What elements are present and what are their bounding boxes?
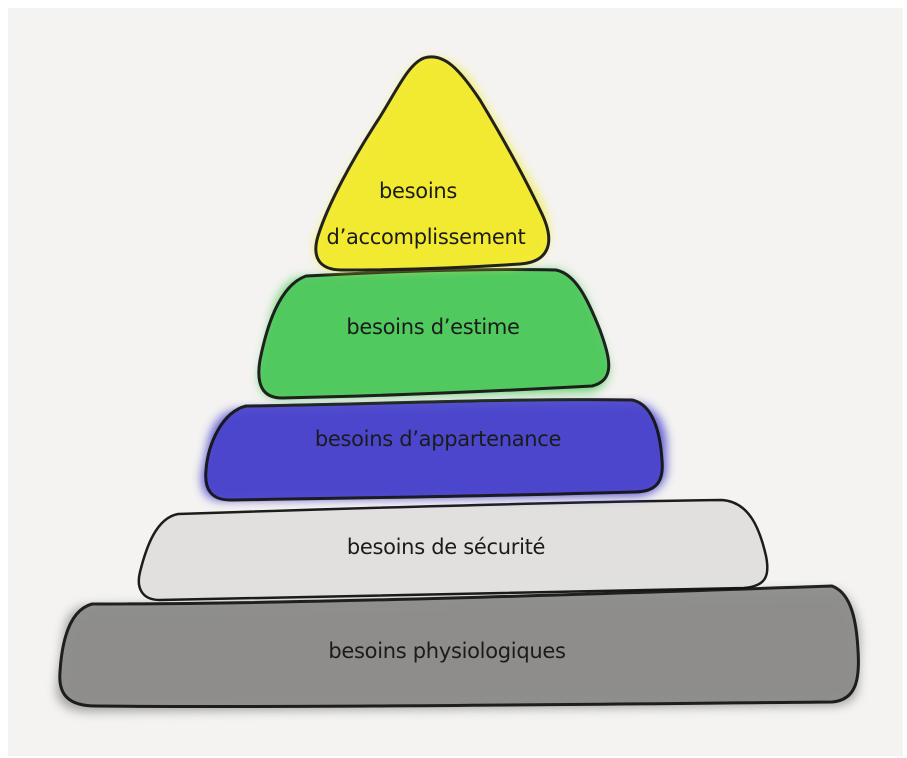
level-esteem-shape [257, 267, 611, 400]
level-self-actualization: besoins d’accomplissement [314, 55, 551, 272]
level-belonging-label: besoins d’appartenance [315, 427, 561, 451]
level-esteem: besoins d’estime [257, 267, 611, 400]
level-belonging-shape [204, 398, 664, 502]
level-physiological: besoins physiologiques [56, 584, 860, 712]
level-safety: besoins de sécurité [137, 498, 769, 602]
level-belonging: besoins d’appartenance [201, 398, 667, 502]
level-self-actualization-label-line2: d’accomplissement [327, 225, 526, 249]
level-safety-shape [137, 498, 769, 602]
level-self-actualization-label-line1: besoins [379, 179, 457, 203]
level-physiological-label: besoins physiologiques [328, 639, 565, 663]
level-self-actualization-shape [314, 55, 551, 272]
level-physiological-shape [58, 584, 860, 709]
level-esteem-label: besoins d’estime [346, 315, 519, 339]
level-safety-label: besoins de sécurité [347, 535, 545, 559]
